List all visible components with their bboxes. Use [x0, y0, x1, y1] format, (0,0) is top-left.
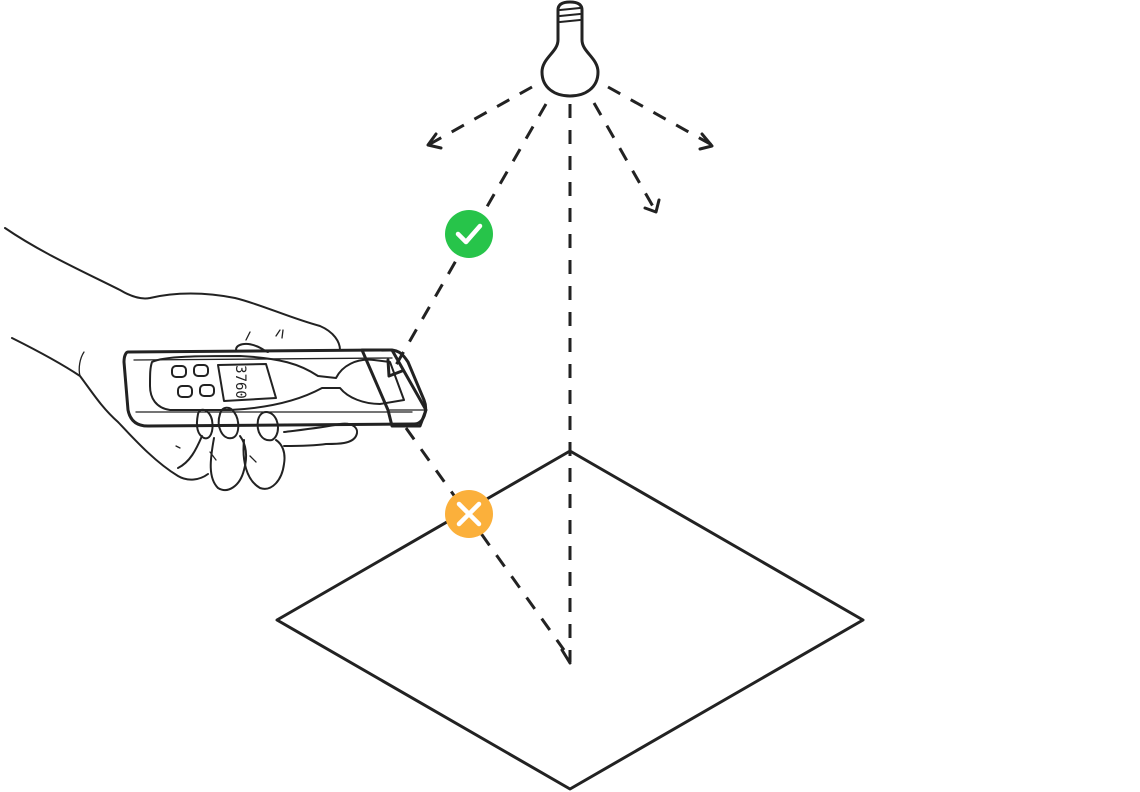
correct-badge: [445, 210, 493, 258]
light-meter-device: 3760: [122, 348, 428, 428]
meter-display: 3760: [217, 363, 277, 402]
arrow-head-sensor: [386, 358, 404, 378]
arrow-head-vertical: [560, 648, 572, 665]
light-ray-right-down: [592, 102, 657, 211]
arrow-head-right: [698, 132, 714, 151]
arrow-head-right-down: [643, 198, 661, 214]
meter-sensor-cap: [360, 348, 428, 428]
meter-button: [199, 384, 215, 397]
light-rays: [386, 85, 714, 665]
arrow-head-left: [426, 132, 443, 150]
incorrect-position-marker: [445, 490, 493, 538]
light-ray-left: [429, 85, 533, 146]
cross-icon: [456, 501, 482, 527]
check-icon: [455, 223, 483, 245]
correct-position-marker: [445, 210, 493, 258]
light-bulb-icon: [540, 0, 600, 98]
floor-plane: [275, 449, 865, 791]
light-ray-right: [607, 85, 713, 147]
meter-button: [177, 385, 193, 398]
light-ray-to-floor-incorrect: [404, 427, 566, 651]
meter-button: [193, 364, 209, 377]
meter-display-reading: 3760: [232, 365, 248, 399]
meter-button: [171, 365, 187, 378]
